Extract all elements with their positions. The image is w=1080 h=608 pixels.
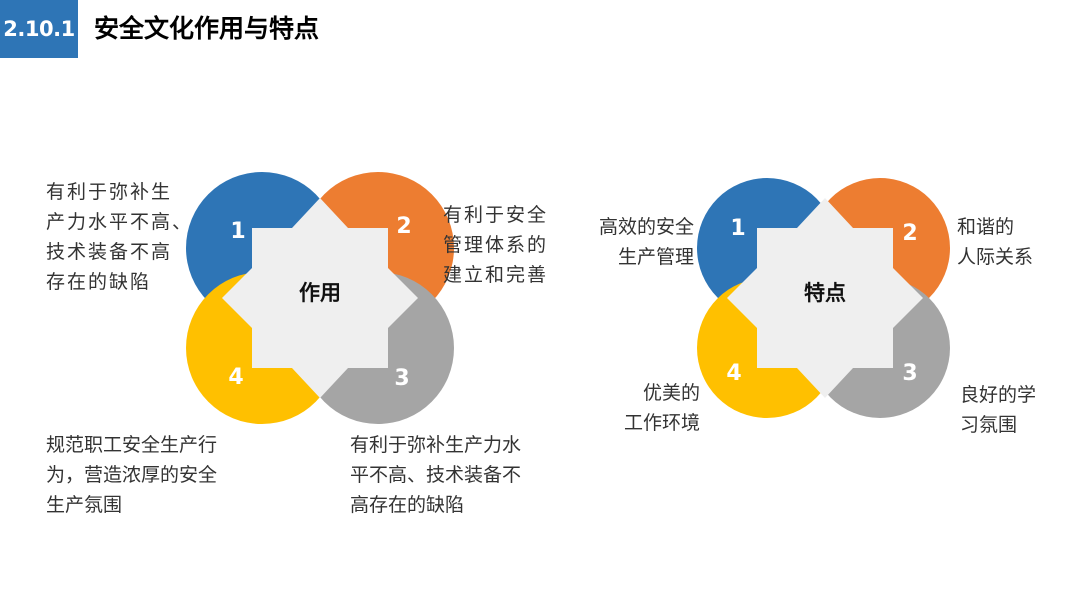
petal-number-1: 1 [230, 219, 245, 244]
label-line: 良好的学 [960, 384, 1037, 406]
label-line: 有利于弥补生产力水 [350, 434, 522, 456]
label-line: 优美的 [642, 382, 700, 404]
label-top-right: 有利于安全 管理体系的 建立和完善 [443, 200, 548, 290]
label-line: 为，营造浓厚的安全 [46, 464, 218, 486]
diagram-function: 1 2 3 4 作用 [186, 172, 454, 424]
petal-number-2: 2 [396, 214, 411, 239]
label-line: 有利于弥补生 [46, 181, 173, 203]
petal-number-4: 4 [726, 361, 741, 386]
label-line: 技术装备不高 [46, 241, 173, 263]
center-label: 作用 [299, 281, 341, 305]
label-line: 管理体系的 [443, 234, 549, 256]
label-line: 高效的安全 [598, 216, 694, 238]
label-line: 建立和完善 [443, 264, 549, 286]
label-line: 习氛围 [960, 414, 1018, 436]
petal-number-1: 1 [730, 216, 745, 241]
label-line: 平不高、技术装备不 [350, 464, 522, 486]
center-star [727, 198, 923, 398]
label-line: 人际关系 [957, 246, 1034, 268]
label-line: 规范职工安全生产行 [46, 434, 218, 456]
label-line: 和谐的 [957, 216, 1015, 238]
petal-number-3: 3 [902, 361, 917, 386]
label-line: 工作环境 [623, 412, 700, 434]
section-number-badge: 2.10.1 [0, 0, 78, 58]
diagram-features: 1 2 3 4 特点 [697, 178, 950, 418]
petal-number-4: 4 [228, 365, 243, 390]
label-line: 生产管理 [617, 246, 694, 268]
label-bottom-right: 良好的学 习氛围 [960, 380, 1036, 440]
label-bottom-left: 优美的 工作环境 [600, 378, 700, 438]
label-line: 存在的缺陷 [46, 271, 152, 293]
center-star [222, 198, 418, 398]
label-line: 有利于安全 [443, 204, 549, 226]
label-top-right: 和谐的 人际关系 [957, 212, 1033, 272]
label-line: 产力水平不高、 [46, 211, 194, 233]
label-bottom-right: 有利于弥补生产力水 平不高、技术装备不 高存在的缺陷 [350, 430, 521, 520]
petal-number-3: 3 [394, 366, 409, 391]
label-top-left: 有利于弥补生 产力水平不高、 技术装备不高 存在的缺陷 [46, 177, 193, 297]
page-title: 安全文化作用与特点 [94, 14, 320, 43]
label-top-left: 高效的安全 生产管理 [594, 212, 694, 272]
label-bottom-left: 规范职工安全生产行 为，营造浓厚的安全 生产氛围 [46, 430, 217, 520]
petal-number-2: 2 [902, 221, 917, 246]
label-line: 高存在的缺陷 [350, 494, 465, 516]
center-label: 特点 [804, 281, 846, 305]
label-line: 生产氛围 [46, 494, 123, 516]
